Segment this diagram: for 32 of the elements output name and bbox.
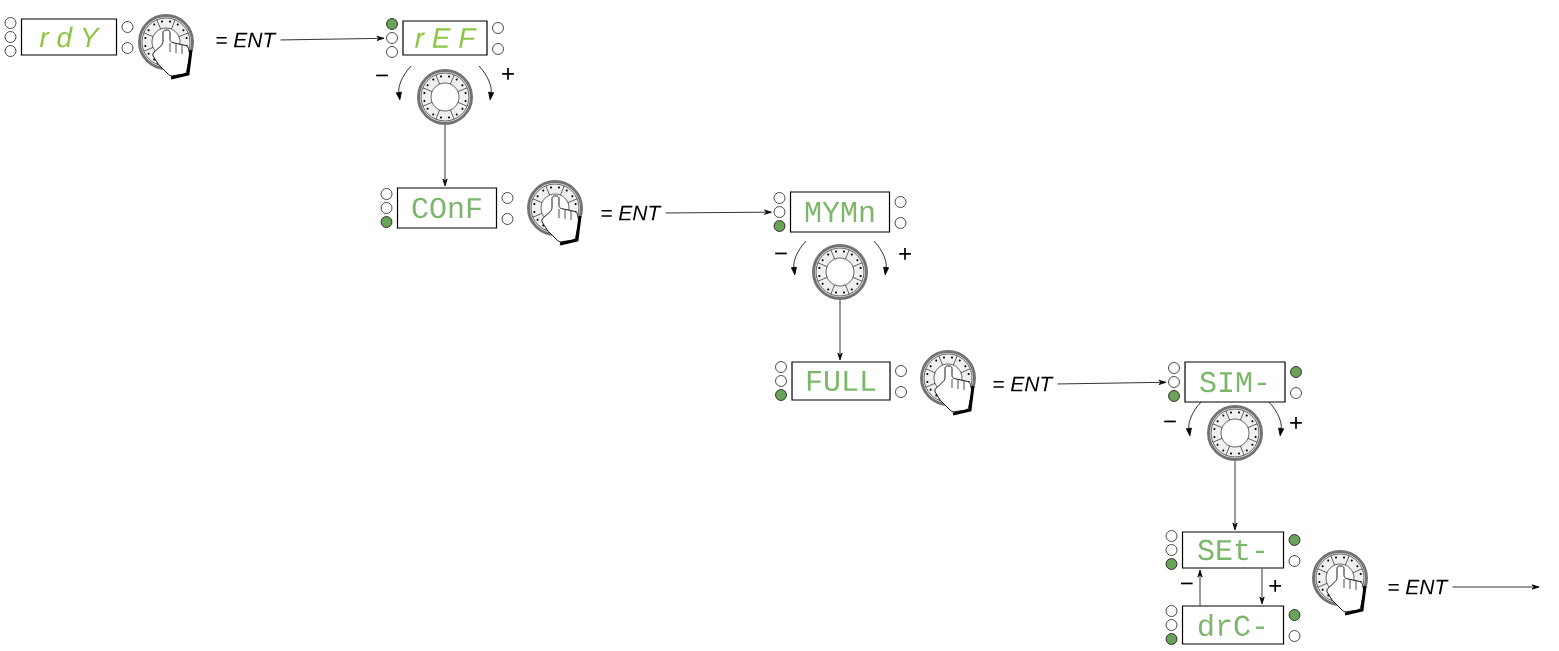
edge-label: + (1269, 580, 1282, 592)
display-box: SEt- (1181, 531, 1285, 569)
display-box: r d Y (20, 18, 118, 56)
enter-text: = ENT (993, 376, 1054, 392)
arrow (1232, 460, 1238, 531)
arrow (280, 35, 385, 41)
edge-label: − (1180, 582, 1193, 585)
sign-label: + (1290, 417, 1302, 429)
enter-text: = ENT (216, 32, 277, 48)
display-box: COnF (396, 187, 498, 229)
sign-label: − (775, 252, 787, 255)
arrow (1197, 569, 1203, 606)
arrow (837, 299, 843, 361)
sign-label: − (376, 74, 388, 77)
display-box: MYMn (789, 191, 891, 233)
jog-dial (812, 244, 868, 300)
jog-dial (1207, 405, 1263, 461)
enter-text: = ENT (1388, 579, 1449, 595)
display-box: r E F (402, 20, 488, 56)
sign-label: + (502, 68, 514, 80)
display-box: FULL (791, 361, 891, 401)
jog-dial (417, 69, 473, 125)
enter-text: = ENT (601, 205, 662, 221)
sign-label: + (899, 248, 911, 260)
sign-label: − (1164, 420, 1176, 423)
arrow (1057, 379, 1167, 385)
arrow (1259, 568, 1265, 605)
arrow (1452, 584, 1540, 590)
display-box: SIM- (1184, 361, 1286, 403)
arrow (665, 209, 772, 215)
arrow (442, 124, 448, 187)
display-box: drC- (1181, 605, 1285, 645)
